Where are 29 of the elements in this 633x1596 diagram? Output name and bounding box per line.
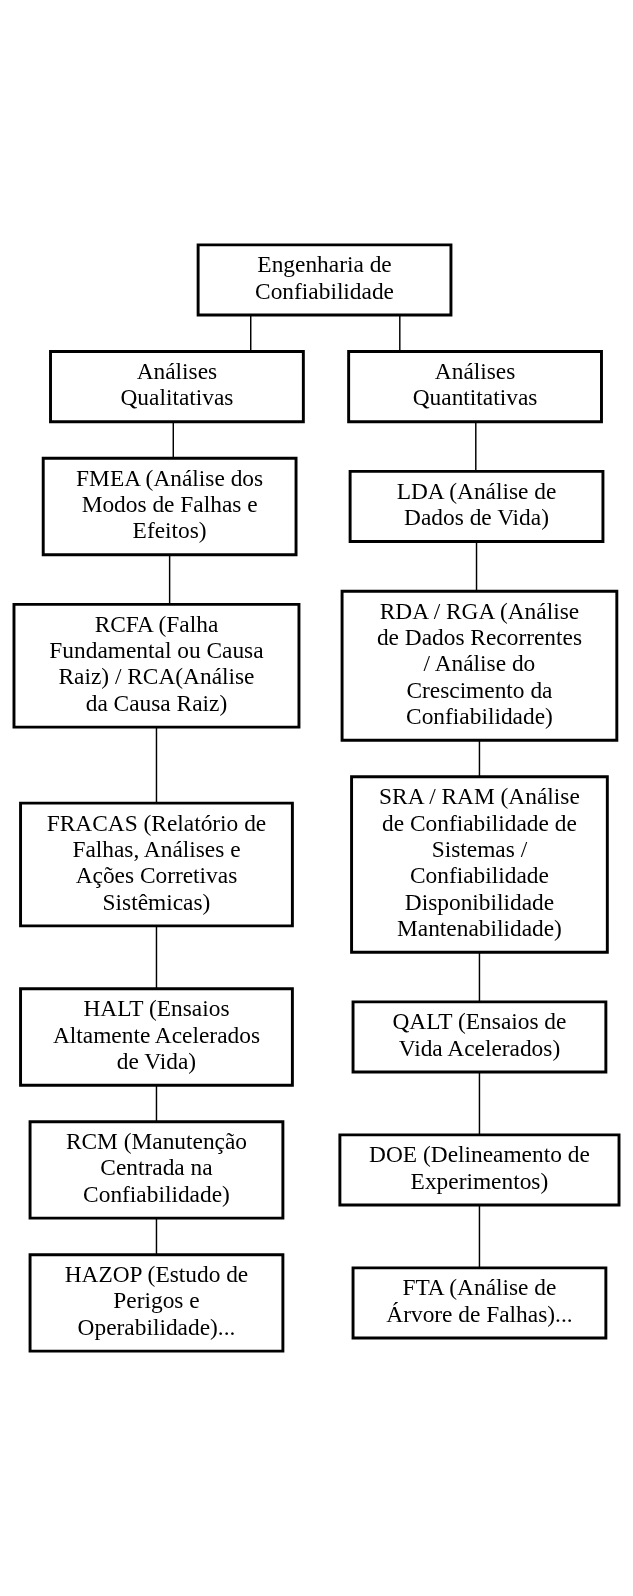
node-box: RCFA (Falha Fundamental ou Causa Raiz) / RCA(Análise da Causa Raiz)	[12, 602, 301, 729]
connector	[155, 1217, 158, 1256]
connector	[155, 726, 158, 804]
node-box: FRACAS (Relatório de Falhas, Análises e Ações Corretivas Sistêmicas)	[19, 801, 294, 928]
node-box: Engenharia de Confiabilidade	[196, 243, 453, 317]
connector	[155, 925, 158, 990]
connector	[478, 739, 481, 778]
node-box: QALT (Ensaios de Vida Acelerados)	[351, 1000, 608, 1074]
connector	[250, 314, 252, 352]
connector	[475, 541, 478, 592]
node-box: Análises Qualitativas	[49, 350, 305, 424]
connector	[478, 1204, 481, 1269]
node-box: FTA (Análise de Árvore de Falhas)...	[351, 1266, 608, 1340]
node-box: SRA / RAM (Análise de Confiabilidade de Sistemas / Confiabilidade Disponibilidade Mantenabilidade)	[350, 775, 609, 954]
node-box: RCM (Manutenção Centrada na Confiabilidade)	[28, 1120, 285, 1220]
node-box: RDA / RGA (Análise de Dados Recorrentes / Análise do Crescimento da Confiabilidade)	[340, 589, 619, 742]
connector	[478, 1071, 481, 1136]
connector	[172, 421, 174, 459]
connector	[478, 951, 481, 1003]
node-box: HAZOP (Estudo de Perigos e Operabilidade)...	[28, 1253, 285, 1353]
node-box: LDA (Análise de Dados de Vida)	[348, 469, 605, 543]
node-box: Análises Quantitativas	[347, 350, 603, 424]
node-box: DOE (Delineamento de Experimentos)	[338, 1133, 621, 1207]
connector	[155, 1084, 158, 1123]
connector	[475, 421, 477, 472]
node-box: HALT (Ensaios Altamente Acelerados de Vida)	[19, 987, 294, 1087]
connector	[399, 314, 401, 352]
node-box: FMEA (Análise dos Modos de Falhas e Efeitos)	[41, 456, 298, 557]
connector	[168, 554, 171, 605]
